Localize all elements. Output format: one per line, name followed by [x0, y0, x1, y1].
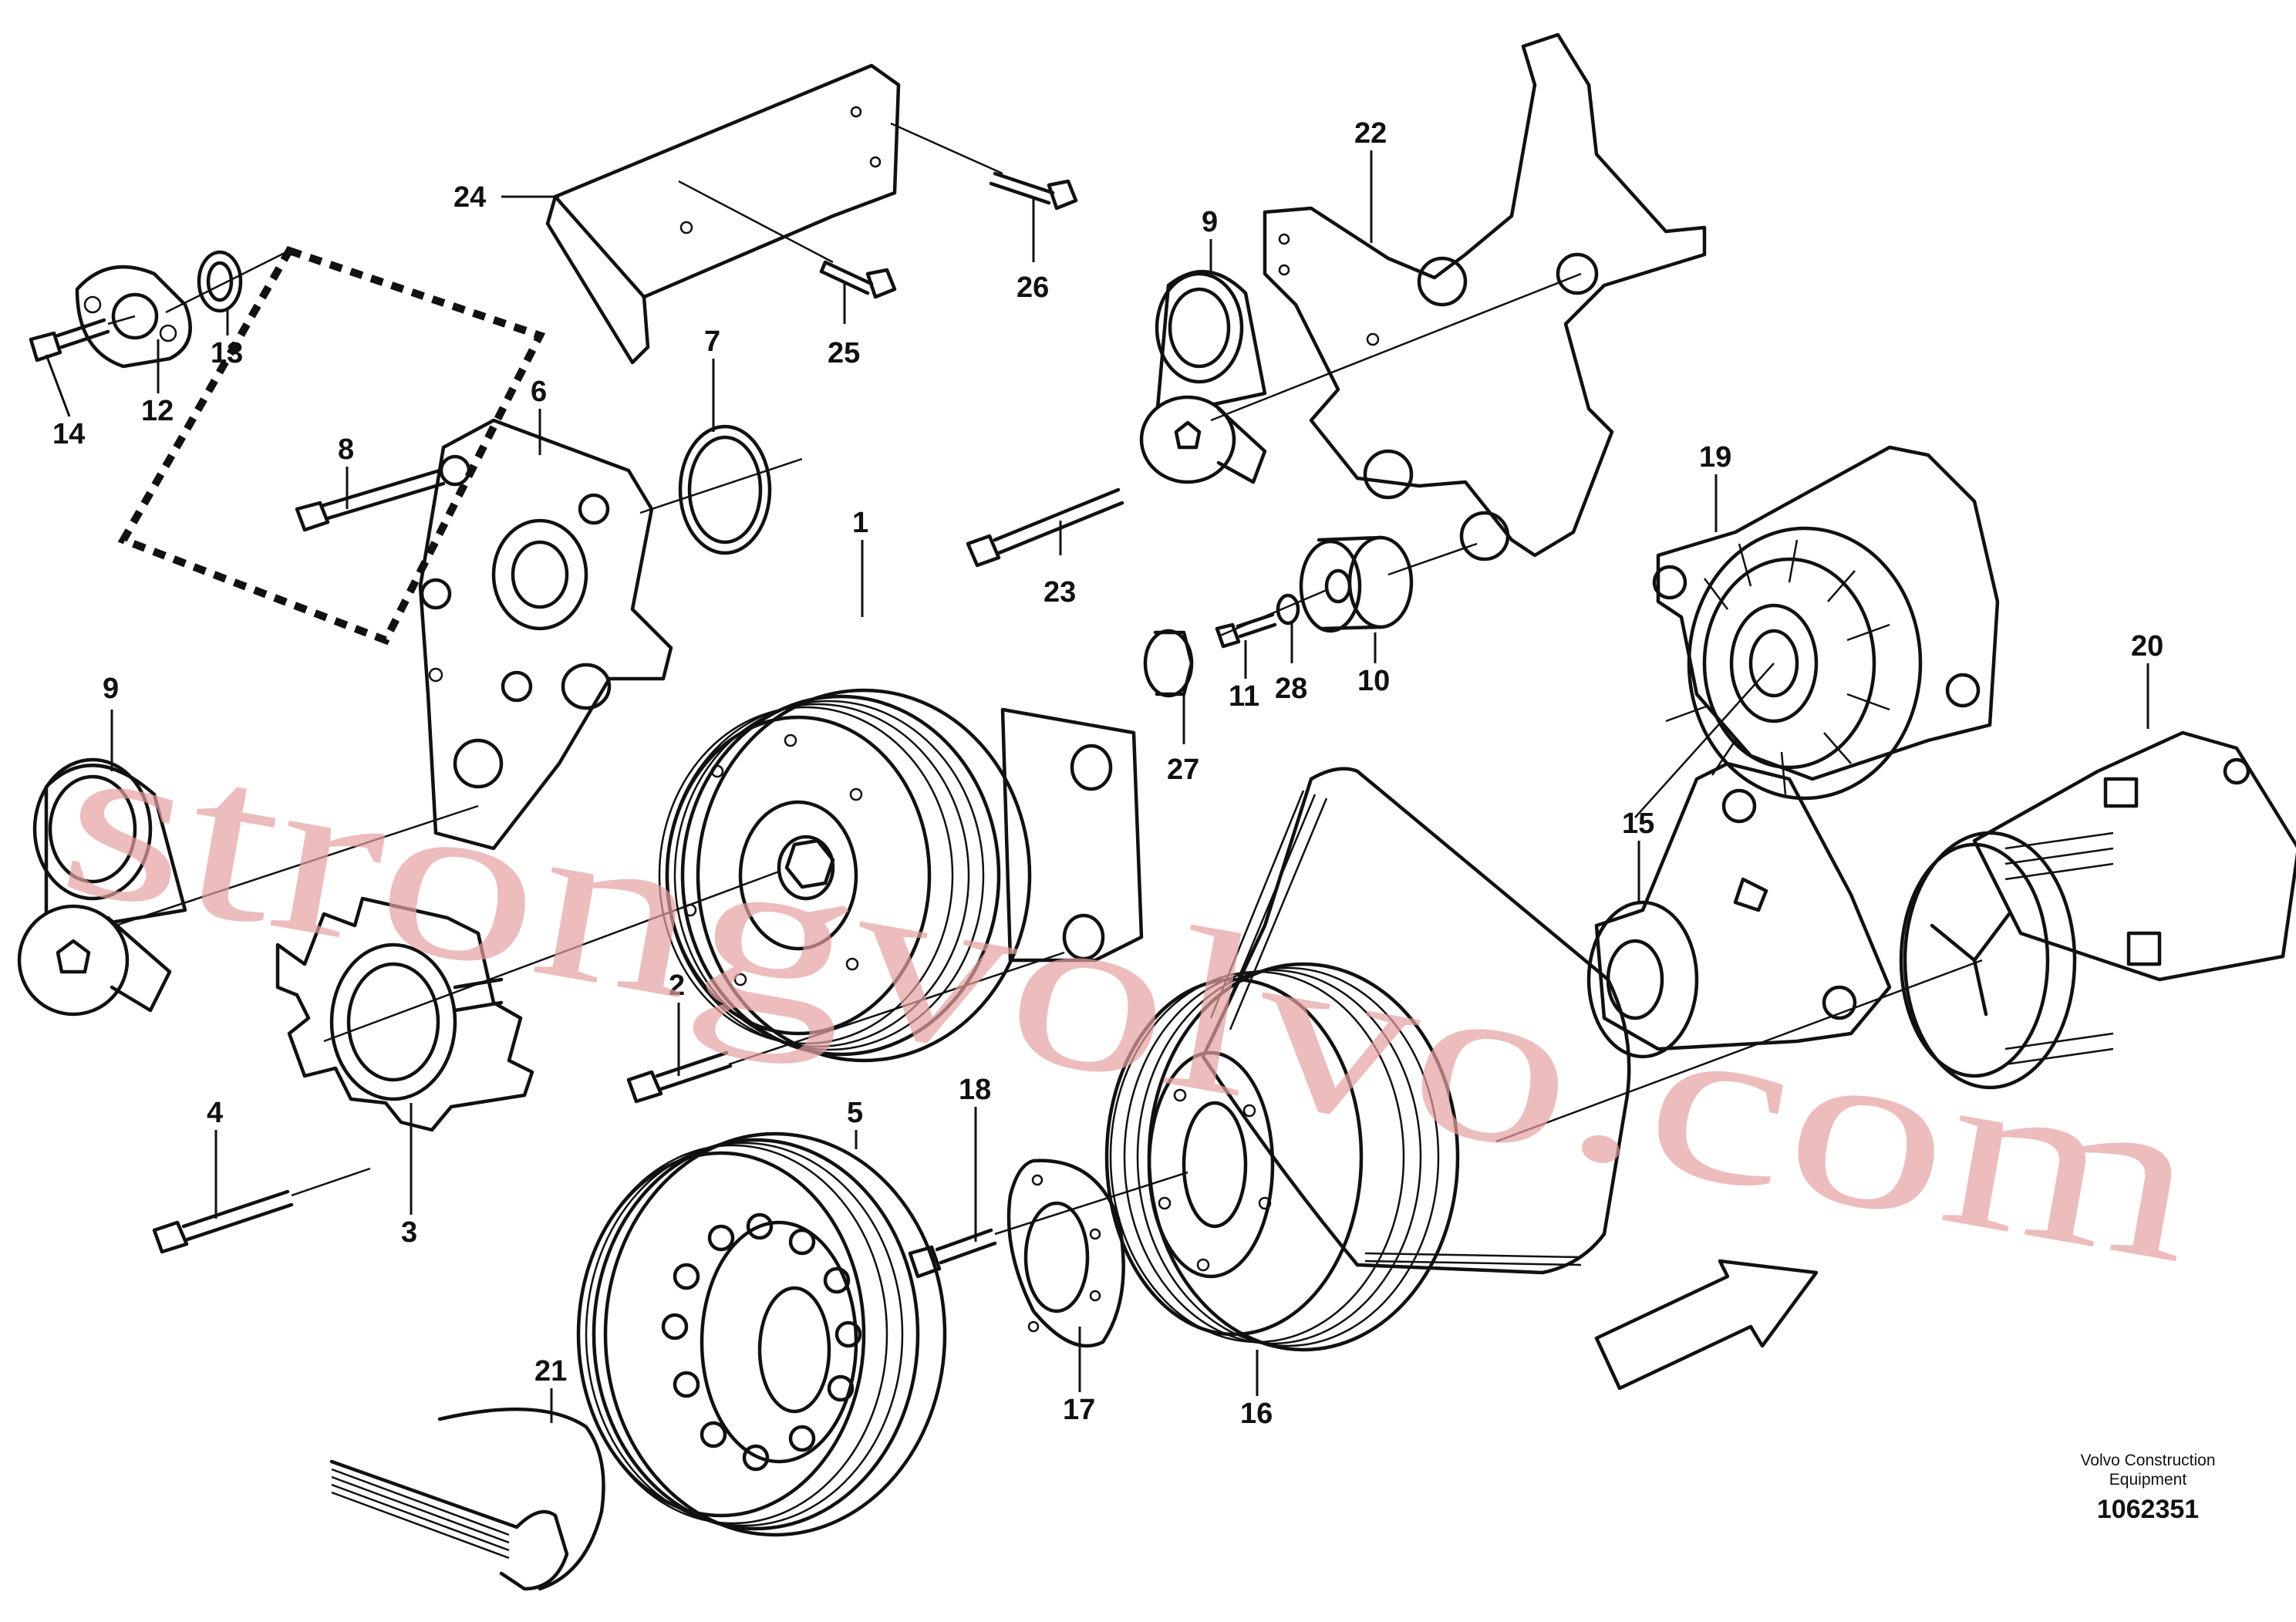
bolt-2	[626, 951, 1065, 1104]
tensioner-9-right	[1139, 270, 1582, 484]
callout-9-left: 9	[103, 673, 119, 705]
callout-17: 17	[1063, 1394, 1095, 1426]
callout-3: 3	[401, 1216, 417, 1249]
idler-pulley-10	[1299, 535, 1414, 633]
water-pump-1	[658, 688, 1144, 1063]
company-line-2: Equipment	[2109, 1471, 2187, 1489]
bolt-26	[890, 122, 1078, 211]
callout-15: 15	[1622, 808, 1654, 840]
compressor-15	[1586, 761, 1892, 1059]
tensioner-9-left	[17, 757, 479, 1017]
drive-belt	[1201, 767, 1631, 1275]
callout-19: 19	[1699, 441, 1731, 474]
bolt-4	[152, 1167, 371, 1254]
callout-23: 23	[1043, 576, 1076, 609]
callout-28: 28	[1275, 673, 1307, 705]
pulley-16	[1104, 962, 1460, 1352]
bracket-22	[1263, 32, 1707, 561]
callout-10: 10	[1357, 665, 1390, 697]
bolt-25	[678, 180, 897, 299]
damper-bolt-heads	[661, 1212, 862, 1472]
callout-2: 2	[669, 969, 685, 1002]
watermark: strongvolvo.com	[46, 684, 2217, 1312]
hub-17	[1006, 1158, 1125, 1348]
callout-14: 14	[52, 418, 85, 450]
callout-labels: 1 2 3 4 5 6 7 8 9 9 10 11 12 13 14 15 16…	[52, 117, 2163, 1430]
callout-16: 16	[1240, 1398, 1273, 1430]
callout-26: 26	[1017, 271, 1049, 304]
callout-20: 20	[2131, 630, 2163, 663]
footer: Volvo Construction Equipment 1062351	[2080, 1452, 2215, 1524]
callout-13: 13	[211, 337, 243, 369]
callout-24: 24	[453, 181, 486, 214]
callout-21: 21	[534, 1355, 567, 1388]
callout-22: 22	[1354, 117, 1387, 150]
callout-9-right: 9	[1202, 206, 1218, 238]
callout-7: 7	[704, 325, 720, 358]
callout-4: 4	[207, 1097, 223, 1129]
callout-6: 6	[531, 376, 547, 408]
cap-27	[1143, 629, 1194, 698]
callout-27: 27	[1167, 754, 1199, 786]
direction-arrow	[1594, 1259, 1819, 1391]
alternator-19	[1652, 445, 2000, 801]
drawing-number: 1062351	[2097, 1495, 2199, 1524]
ac-compressor-20	[1899, 730, 2296, 1090]
belt-21	[329, 1407, 605, 1591]
impeller-3	[275, 870, 780, 1132]
callout-12: 12	[141, 395, 174, 427]
bolt-23	[966, 487, 1124, 568]
bolt-11	[1215, 612, 1277, 649]
callout-18: 18	[959, 1074, 991, 1106]
callout-8: 8	[338, 433, 354, 466]
bolt-14	[29, 315, 136, 363]
damper-pulley-5	[576, 1131, 947, 1537]
washer-28	[1276, 593, 1300, 626]
callout-11: 11	[1229, 680, 1259, 713]
o-ring-7	[639, 424, 803, 555]
gasket-outline	[117, 245, 546, 646]
callout-25: 25	[828, 337, 860, 369]
leader-lines	[45, 150, 2149, 1423]
bolt-8	[295, 468, 446, 532]
bolt-18	[908, 1228, 997, 1279]
company-line-1: Volvo Construction	[2080, 1452, 2215, 1469]
callout-1: 1	[852, 507, 868, 539]
bracket-24	[545, 63, 901, 365]
callout-5: 5	[847, 1097, 863, 1129]
seal-13	[197, 250, 243, 313]
